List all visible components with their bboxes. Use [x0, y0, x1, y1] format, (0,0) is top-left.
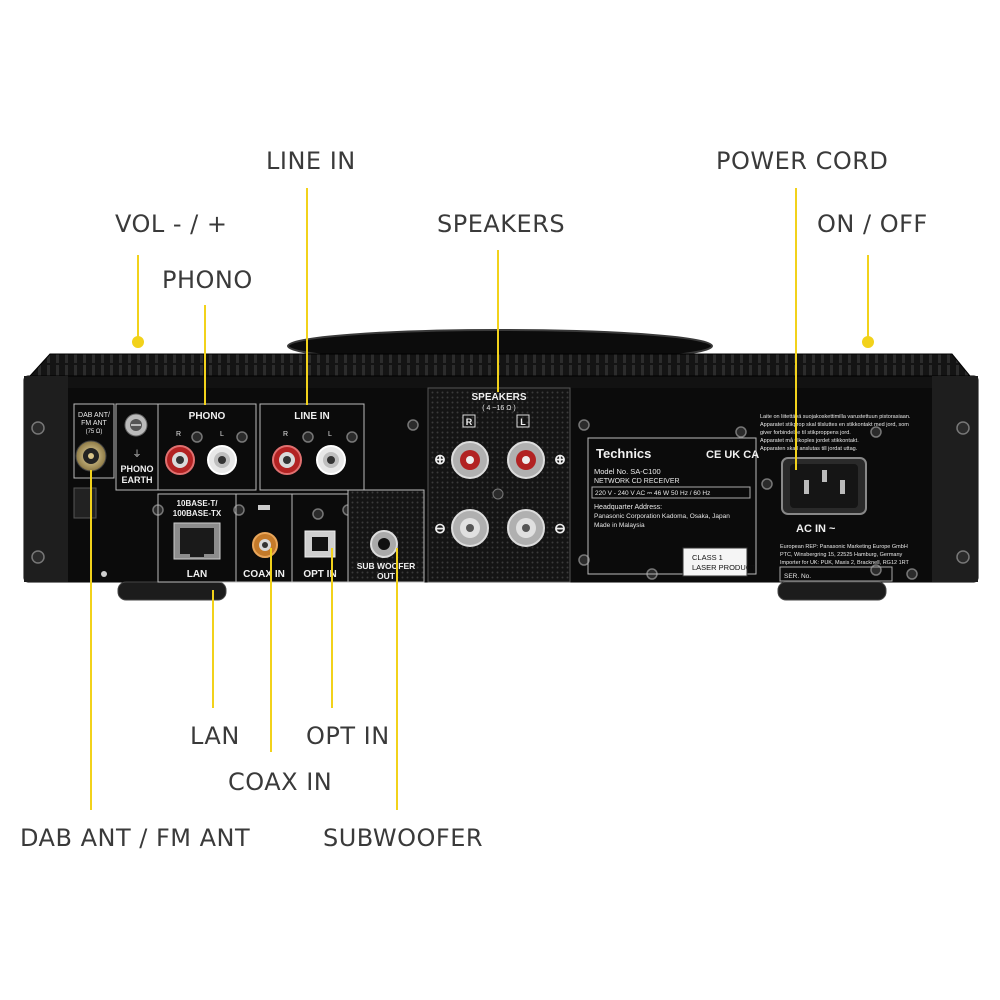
warning-line-5: Apparaten skall anslutas till jordat utt…	[760, 446, 858, 452]
phono-jack-l[interactable]	[207, 445, 237, 475]
callout-dab-fm: DAB ANT / FM ANT	[20, 824, 251, 852]
speaker-terminal-r-plus[interactable]	[451, 441, 489, 479]
coax-indicator	[258, 505, 270, 510]
warning-line-3: giver forbindelse til stikproppens jord.	[760, 430, 851, 436]
lan-port[interactable]	[173, 522, 221, 560]
callout-opt-in: OPT IN	[306, 722, 390, 750]
line-in-l-label: L	[328, 431, 332, 438]
speaker-plus-right: ⊕	[554, 451, 566, 467]
line-in-r-label: R	[283, 431, 288, 438]
warning-line-2: Apparatet stikprop skal tilsluttes en st…	[760, 422, 909, 428]
speaker-r-box	[462, 414, 476, 428]
ac-inlet[interactable]	[781, 457, 867, 515]
speaker-terminal-l-plus[interactable]	[507, 441, 545, 479]
warning-line-1: Laite on liitettävä suojakoskettimilla v…	[760, 414, 911, 420]
callout-on-off: ON / OFF	[817, 210, 928, 238]
laser-label	[682, 547, 748, 577]
callout-power-cord: POWER CORD	[716, 147, 889, 175]
line-in-jack-r[interactable]	[272, 445, 302, 475]
speaker-minus-left: ⊖	[434, 520, 446, 536]
speaker-l-box	[516, 414, 530, 428]
phono-l-label: L	[220, 431, 224, 438]
indicator-dot	[101, 571, 107, 577]
top-vent	[28, 353, 972, 377]
speaker-terminal-l-minus[interactable]	[507, 509, 545, 547]
speaker-plus-left: ⊕	[434, 451, 446, 467]
technics-logo: Technics	[596, 446, 651, 461]
line-in-box	[259, 403, 365, 491]
serial-label: SER. No.	[784, 573, 811, 580]
power-rating-box	[591, 486, 751, 499]
side-panel-left	[24, 376, 68, 582]
callout-coax-in: COAX IN	[228, 768, 333, 796]
callout-subwoofer: SUBWOOFER	[323, 824, 484, 852]
sub-label-1: SUB WOOFER	[357, 561, 416, 571]
optical-port[interactable]	[304, 530, 336, 558]
phono-r-label: R	[176, 431, 181, 438]
cert-marks: CE UK CA	[706, 449, 759, 461]
speaker-l-label: L	[520, 417, 526, 427]
base-t-label-2: 100BASE-TX	[173, 509, 222, 518]
antenna-connector[interactable]	[75, 440, 107, 472]
subwoofer-jack[interactable]	[370, 530, 398, 558]
eu-rep-line-1: European REP: Panasonic Marketing Europe…	[780, 544, 908, 550]
speakers-ohm-label: ( 4 ~16 Ω )	[482, 405, 515, 412]
dab-ant-label: DAB ANT/	[78, 412, 110, 419]
callout-vol: VOL - / +	[115, 210, 228, 238]
callout-line-in: LINE IN	[266, 147, 356, 175]
speaker-minus-right: ⊖	[554, 520, 566, 536]
ac-in-label: AC IN ~	[796, 523, 836, 535]
model-no: Model No. SA-C100	[594, 467, 661, 476]
laser-line-1: CLASS 1	[692, 553, 723, 562]
antenna-box	[73, 403, 115, 479]
power-rating: 220 V - 240 V AC ⎓ 46 W 50 Hz / 60 Hz	[595, 490, 710, 497]
foot-left	[117, 581, 227, 601]
ohm-label: (75 Ω)	[86, 429, 103, 435]
lan-panel-label: LAN	[187, 569, 208, 580]
side-panel-right	[932, 376, 978, 582]
base-t-label-1: 10BASE-T/	[177, 499, 219, 508]
opt-in-panel-label: OPT IN	[303, 569, 336, 580]
rating-plate	[587, 437, 757, 575]
fm-ant-label: FM ANT	[81, 420, 107, 427]
coax-jack[interactable]	[252, 532, 278, 558]
model-desc: NETWORK CD RECEIVER	[594, 478, 680, 485]
line-in-jack-l[interactable]	[316, 445, 346, 475]
serial-box	[779, 566, 893, 582]
callout-speakers: SPEAKERS	[437, 210, 566, 238]
speaker-box	[427, 387, 571, 583]
hq-label: Headquarter Address:	[594, 504, 662, 511]
eu-rep-line-2: PTC, Winsbergring 15, 22525 Hamburg, Ger…	[780, 552, 903, 558]
phono-earth-terminal[interactable]	[124, 413, 148, 437]
phono-jack-r[interactable]	[165, 445, 195, 475]
speakers-panel-label: SPEAKERS	[471, 392, 526, 403]
side-port	[73, 487, 97, 519]
made-in: Made in Malaysia	[594, 522, 645, 529]
phono-earth-label-2: EARTH	[122, 475, 153, 485]
line-in-panel-label: LINE IN	[294, 411, 330, 422]
callout-lan: LAN	[190, 722, 240, 750]
sub-label-2: OUT	[377, 571, 396, 581]
phono-box	[157, 403, 257, 491]
speaker-center-screw	[492, 488, 504, 500]
warning-line-4: Apparatet må tilkoples jordet stikkontak…	[760, 437, 859, 444]
phono-label: PHONO	[189, 411, 226, 422]
coax-in-panel-label: COAX IN	[243, 569, 285, 580]
laser-line-2: LASER PRODUCT	[692, 563, 756, 572]
callout-phono: PHONO	[162, 266, 253, 294]
speaker-terminal-r-minus[interactable]	[451, 509, 489, 547]
earth-symbol: ⏚	[132, 449, 141, 459]
eu-rep-line-3: Importer for UK: PUK, Maxis 2, Bracknell…	[780, 560, 910, 566]
callout-lines	[90, 188, 874, 810]
corp-address: Panasonic Corporation Kadoma, Osaka, Jap…	[594, 513, 730, 520]
phono-earth-label-1: PHONO	[120, 464, 153, 474]
foot-right	[777, 581, 887, 601]
speaker-r-label: R	[466, 417, 473, 427]
